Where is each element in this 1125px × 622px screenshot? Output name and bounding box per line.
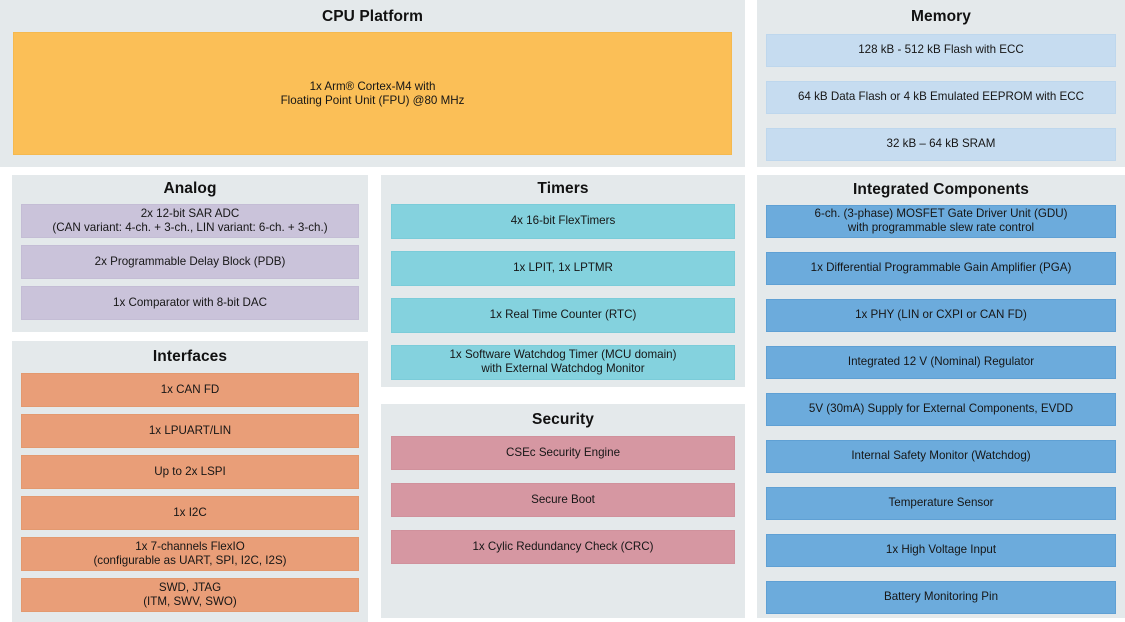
block-interface-flexio: 1x 7-channels FlexIO (configurable as UA… bbox=[21, 536, 359, 571]
block-analog-pdb: 2x Programmable Delay Block (PDB) bbox=[21, 244, 359, 279]
block-integrated-temperature-sensor: Temperature Sensor bbox=[766, 486, 1116, 520]
panel-cpu-platform: CPU Platform 1x Arm® Cortex-M4 with Floa… bbox=[0, 0, 745, 167]
block-security-secure-boot: Secure Boot bbox=[391, 482, 735, 517]
block-interface-lpuart-lin: 1x LPUART/LIN bbox=[21, 413, 359, 448]
block-timer-flextimers: 4x 16-bit FlexTimers bbox=[391, 203, 735, 239]
block-interface-swd-jtag: SWD, JTAG (ITM, SWV, SWO) bbox=[21, 577, 359, 612]
panel-timers: Timers 4x 16-bit FlexTimers 1x LPIT, 1x … bbox=[381, 175, 745, 387]
panel-title-security: Security bbox=[532, 411, 594, 428]
block-interface-can-fd: 1x CAN FD bbox=[21, 372, 359, 407]
panel-title-integrated-components: Integrated Components bbox=[852, 181, 1030, 198]
block-integrated-gdu: 6-ch. (3-phase) MOSFET Gate Driver Unit … bbox=[766, 204, 1116, 238]
panel-title-analog: Analog bbox=[163, 180, 217, 197]
block-timer-watchdog: 1x Software Watchdog Timer (MCU domain) … bbox=[391, 344, 735, 380]
panel-interfaces: Interfaces 1x CAN FD 1x LPUART/LIN Up to… bbox=[12, 341, 368, 622]
block-integrated-pga: 1x Differential Programmable Gain Amplif… bbox=[766, 251, 1116, 285]
block-integrated-high-voltage-input: 1x High Voltage Input bbox=[766, 533, 1116, 567]
block-timer-lpit-lptmr: 1x LPIT, 1x LPTMR bbox=[391, 250, 735, 286]
block-integrated-evdd-supply: 5V (30mA) Supply for External Components… bbox=[766, 392, 1116, 426]
block-interface-lspi: Up to 2x LSPI bbox=[21, 454, 359, 489]
block-timer-rtc: 1x Real Time Counter (RTC) bbox=[391, 297, 735, 333]
block-integrated-regulator: Integrated 12 V (Nominal) Regulator bbox=[766, 345, 1116, 379]
panel-memory: Memory 128 kB - 512 kB Flash with ECC 64… bbox=[757, 0, 1125, 167]
analog-block-list: 2x 12-bit SAR ADC (CAN variant: 4-ch. + … bbox=[12, 203, 368, 320]
block-cpu-core: 1x Arm® Cortex-M4 with Floating Point Un… bbox=[13, 32, 732, 155]
security-block-list: CSEc Security Engine Secure Boot 1x Cyli… bbox=[381, 435, 745, 564]
block-analog-sar-adc: 2x 12-bit SAR ADC (CAN variant: 4-ch. + … bbox=[21, 203, 359, 238]
panel-title-interfaces: Interfaces bbox=[152, 348, 228, 365]
block-memory-flash: 128 kB - 512 kB Flash with ECC bbox=[766, 33, 1116, 67]
panel-integrated-components: Integrated Components 6-ch. (3-phase) MO… bbox=[757, 175, 1125, 618]
panel-title-timers: Timers bbox=[537, 180, 589, 197]
block-integrated-phy: 1x PHY (LIN or CXPI or CAN FD) bbox=[766, 298, 1116, 332]
panel-analog: Analog 2x 12-bit SAR ADC (CAN variant: 4… bbox=[12, 175, 368, 332]
panel-title-cpu-platform: CPU Platform bbox=[321, 8, 424, 25]
panel-title-memory: Memory bbox=[910, 8, 972, 25]
block-interface-i2c: 1x I2C bbox=[21, 495, 359, 530]
block-security-csec-engine: CSEc Security Engine bbox=[391, 435, 735, 470]
block-memory-sram: 32 kB – 64 kB SRAM bbox=[766, 127, 1116, 161]
interfaces-block-list: 1x CAN FD 1x LPUART/LIN Up to 2x LSPI 1x… bbox=[12, 372, 368, 612]
block-security-crc: 1x Cylic Redundancy Check (CRC) bbox=[391, 529, 735, 564]
block-memory-data-flash-eeprom: 64 kB Data Flash or 4 kB Emulated EEPROM… bbox=[766, 80, 1116, 114]
panel-security: Security CSEc Security Engine Secure Boo… bbox=[381, 404, 745, 618]
integrated-block-list: 6-ch. (3-phase) MOSFET Gate Driver Unit … bbox=[757, 204, 1125, 614]
block-integrated-battery-monitoring-pin: Battery Monitoring Pin bbox=[766, 580, 1116, 614]
memory-block-list: 128 kB - 512 kB Flash with ECC 64 kB Dat… bbox=[757, 33, 1125, 161]
block-integrated-safety-monitor: Internal Safety Monitor (Watchdog) bbox=[766, 439, 1116, 473]
timers-block-list: 4x 16-bit FlexTimers 1x LPIT, 1x LPTMR 1… bbox=[381, 203, 745, 380]
block-analog-comparator-dac: 1x Comparator with 8-bit DAC bbox=[21, 285, 359, 320]
